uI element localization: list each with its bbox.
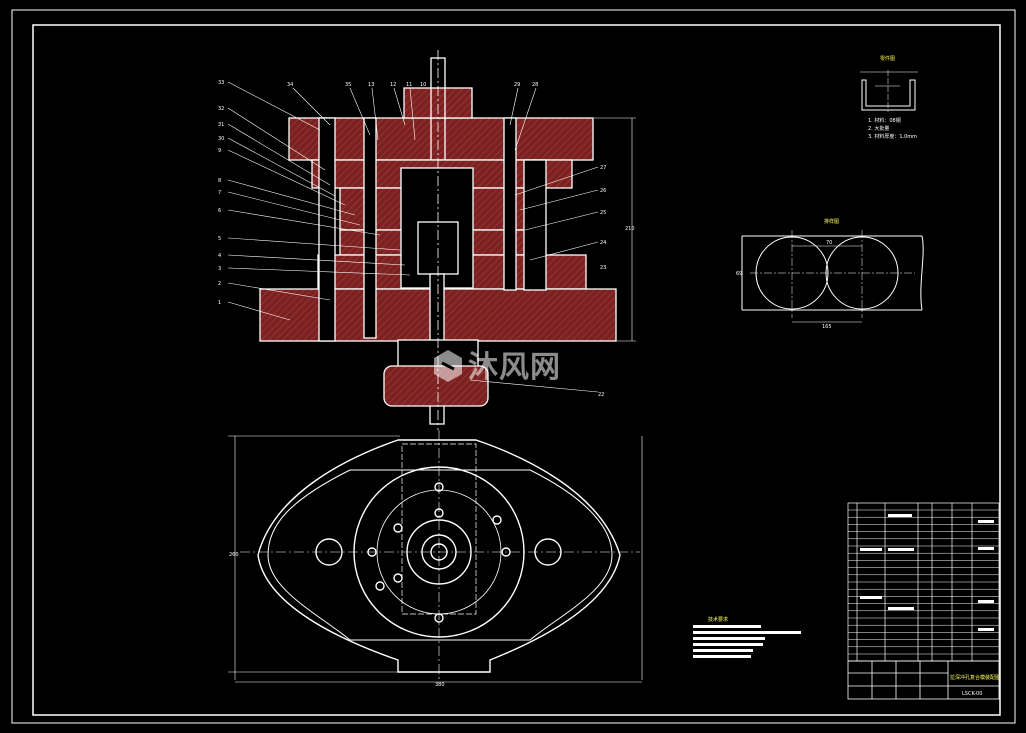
callout-4: 4	[218, 253, 221, 259]
watermark-text: 沐风网	[468, 350, 561, 385]
bolt-hole-7	[393, 573, 403, 583]
callout-25: 25	[600, 210, 606, 216]
part-profile	[861, 79, 916, 111]
parts-list-rows	[848, 509, 999, 655]
callouts-top: 34 35 13 12 11 10 29 28	[287, 82, 538, 88]
layout-length-dim: 165	[822, 324, 832, 330]
callouts-right: 27 26 25 24 23 22	[598, 165, 606, 398]
tech-requirements-title: 技术要求	[708, 616, 728, 623]
leader-lines-top	[292, 87, 537, 151]
strip-outline	[741, 235, 924, 311]
callout-29: 29	[514, 82, 520, 88]
callout-11: 11	[406, 82, 412, 88]
callouts-left: 33 32 31 30 9 8 7 6 5 4 3 2 1	[218, 80, 224, 306]
callout-28: 28	[532, 82, 538, 88]
parts-list-fill	[860, 514, 994, 631]
callout-7: 7	[218, 190, 221, 196]
drawing-title: 拉深冲孔复合模装配图	[950, 674, 1000, 681]
callout-2: 2	[218, 281, 221, 287]
upper-die-plate	[288, 117, 594, 161]
callout-10: 10	[420, 82, 426, 88]
callout-23: 23	[600, 265, 606, 271]
callout-30: 30	[218, 136, 224, 142]
bolt-hole-4	[492, 515, 502, 525]
part-note-1: 1. 材料：08钢	[868, 117, 901, 124]
callout-6: 6	[218, 208, 221, 214]
plan-width-value: 380	[435, 682, 445, 688]
callout-12: 12	[390, 82, 396, 88]
part-sketch-title: 零件图	[880, 55, 895, 62]
part-note-3: 3. 材料厚度：1.0mm	[868, 133, 917, 140]
plan-center-lines	[240, 430, 640, 680]
callout-1: 1	[218, 300, 221, 306]
screw-right	[503, 117, 517, 291]
callout-35: 35	[345, 82, 351, 88]
guide-post-right	[523, 159, 547, 291]
callout-9: 9	[218, 148, 221, 154]
callout-8: 8	[218, 178, 221, 184]
callout-32: 32	[218, 106, 224, 112]
base-inner-outline	[267, 469, 613, 641]
layout-sketch	[741, 230, 924, 323]
callout-27: 27	[600, 165, 606, 171]
part-sketch	[860, 70, 918, 112]
plan-height-value: 260	[229, 552, 239, 558]
section-height-dimension	[594, 117, 636, 342]
layout-pitch-dim: 70	[826, 240, 832, 246]
layout-sketch-title: 排样图	[824, 218, 839, 225]
title-block	[847, 660, 1000, 700]
plan-dimensions	[228, 435, 643, 683]
callout-34: 34	[287, 82, 293, 88]
section-height-value: 210	[625, 226, 635, 232]
callout-33: 33	[218, 80, 224, 86]
screw-left	[363, 117, 377, 339]
callout-3: 3	[218, 266, 221, 272]
leader-lines-right	[469, 166, 599, 393]
bolt-hole-8	[375, 581, 385, 591]
watermark: 沐风网	[434, 350, 561, 385]
bolt-hole-3	[393, 523, 403, 533]
callout-24: 24	[600, 240, 606, 246]
outer-frame	[11, 9, 1016, 724]
tech-requirements-text	[693, 625, 801, 658]
base-outline	[257, 439, 621, 673]
drawing-number: LSCK-00	[962, 691, 982, 697]
callout-5: 5	[218, 236, 221, 242]
guide-post-left	[318, 117, 336, 342]
callout-26: 26	[600, 188, 606, 194]
callout-31: 31	[218, 122, 224, 128]
part-note-2: 2. 大批量	[868, 125, 889, 132]
layout-width-dim: 69	[736, 271, 742, 277]
callout-13: 13	[368, 82, 374, 88]
leader-lines-left	[227, 81, 411, 321]
mufeng-logo-icon	[434, 350, 462, 382]
inner-frame	[32, 24, 1001, 716]
callout-22: 22	[598, 392, 604, 398]
